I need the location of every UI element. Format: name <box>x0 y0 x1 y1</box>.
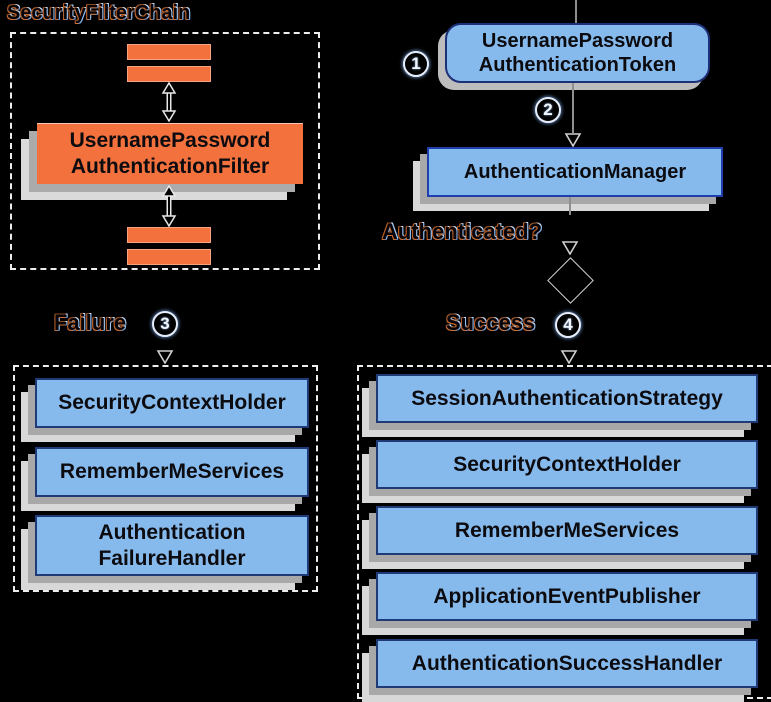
step-1-badge: 1 <box>403 51 429 77</box>
box-label: SessionAuthenticationStrategy <box>411 386 723 410</box>
filter-bar-icon <box>127 66 211 82</box>
manager-box-label: AuthenticationManager <box>463 160 687 183</box>
bidirectional-arrow-icon <box>158 185 180 227</box>
application-event-publisher-box: ApplicationEventPublisher <box>376 572 758 621</box>
filter-bar-icon <box>127 227 211 243</box>
box-label: RememberMeServices <box>454 518 680 542</box>
remember-me-services-box: RememberMeServices <box>376 506 758 555</box>
token-box-line2: AuthenticationToken <box>478 54 677 76</box>
box-label: AuthenticationSuccessHandler <box>411 651 723 675</box>
down-arrowhead-icon <box>560 350 578 364</box>
manager-to-decision-line <box>569 197 571 215</box>
failure-label: Failure <box>54 310 127 335</box>
filter-box-line2: AuthenticationFilter <box>70 155 270 178</box>
token-to-manager-line <box>572 83 574 133</box>
down-arrowhead-icon <box>156 350 174 364</box>
incoming-flow-line <box>575 0 577 24</box>
security-context-holder-box: SecurityContextHolder <box>35 378 309 428</box>
token-box-line1: UsernamePassword <box>481 29 674 52</box>
security-context-holder-box: SecurityContextHolder <box>376 440 758 489</box>
security-filter-chain-panel: UsernamePassword AuthenticationFilter <box>10 32 320 270</box>
filter-bar-icon <box>127 44 211 60</box>
decision-diamond-icon <box>547 257 594 304</box>
step-3-badge: 3 <box>152 311 178 337</box>
username-password-authentication-token-box: UsernamePassword AuthenticationToken <box>445 23 710 83</box>
authentication-manager-box: AuthenticationManager <box>427 147 723 197</box>
session-authentication-strategy-box: SessionAuthenticationStrategy <box>376 374 758 423</box>
box-label-line1: Authentication <box>98 520 246 544</box>
failure-handlers-panel: SecurityContextHolder RememberMeServices… <box>13 365 318 592</box>
success-label: Success <box>446 310 536 335</box>
box-label: SecurityContextHolder <box>453 452 681 476</box>
authentication-success-handler-box: AuthenticationSuccessHandler <box>376 639 758 688</box>
filter-bar-icon <box>127 249 211 265</box>
step-2-badge: 2 <box>535 97 561 123</box>
remember-me-services-box: RememberMeServices <box>35 447 309 497</box>
box-label-line2: FailureHandler <box>98 546 246 570</box>
username-password-authentication-filter-box: UsernamePassword AuthenticationFilter <box>37 123 303 184</box>
filter-box-line1: UsernamePassword <box>69 128 271 152</box>
authenticated-question-label: Authenticated? <box>382 219 543 244</box>
down-arrowhead-icon <box>561 241 579 255</box>
security-filter-chain-title: SecurityFilterChain <box>7 2 191 24</box>
box-label: RememberMeServices <box>59 460 285 484</box>
down-arrowhead-icon <box>564 133 582 147</box>
box-label: ApplicationEventPublisher <box>433 584 701 608</box>
box-label: SecurityContextHolder <box>58 391 286 415</box>
bidirectional-arrow-icon <box>158 82 180 122</box>
authentication-failure-handler-box: Authentication FailureHandler <box>35 515 309 576</box>
success-handlers-panel: SessionAuthenticationStrategy SecurityCo… <box>357 365 771 699</box>
step-4-badge: 4 <box>555 312 581 338</box>
